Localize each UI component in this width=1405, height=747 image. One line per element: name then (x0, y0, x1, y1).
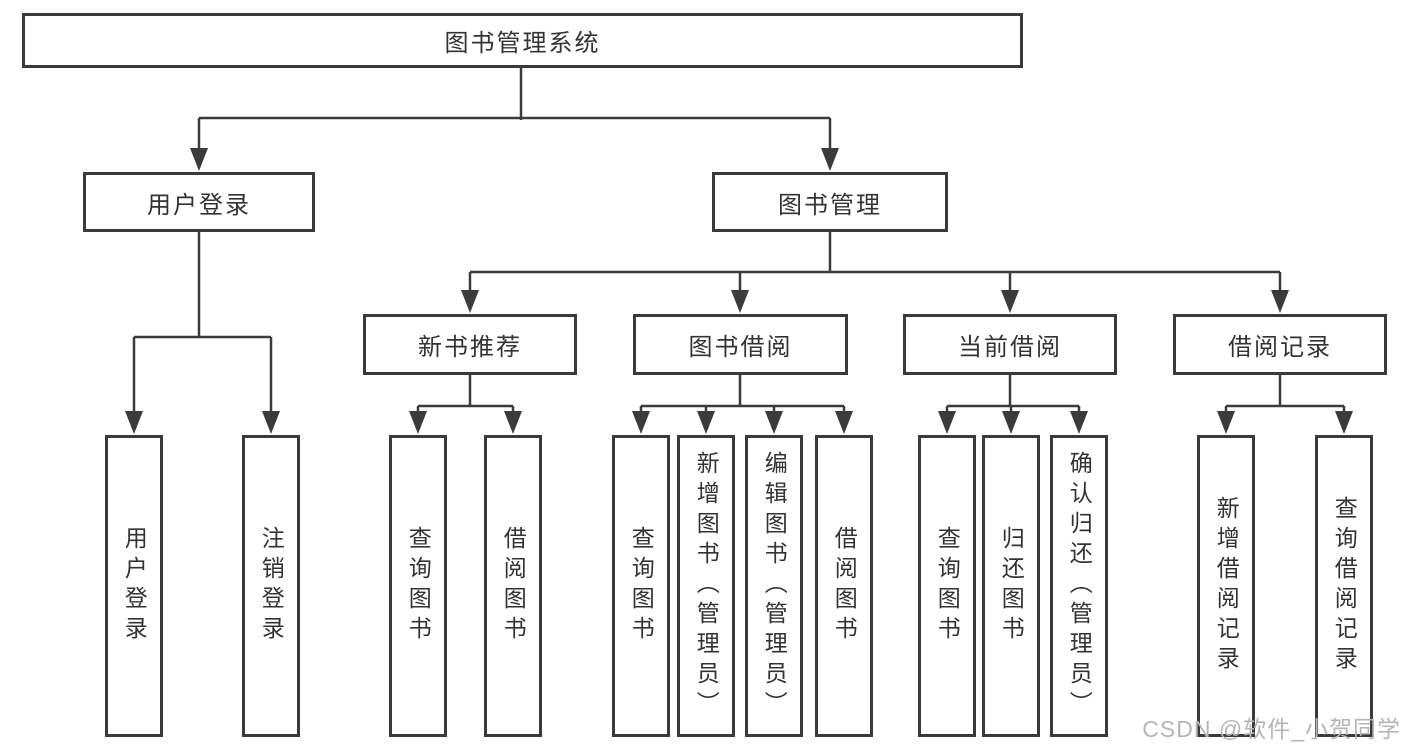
node-return-books-label: 归还图书 (998, 526, 1025, 646)
watermark: CSDN @软件_小贺同学 (1142, 716, 1401, 742)
node-query-borrow-record: 查询借阅记录 (1315, 435, 1373, 737)
node-add-borrow-record-label: 新增借阅记录 (1213, 496, 1240, 676)
node-borrow-books-recommend-label: 借阅图书 (500, 526, 527, 646)
node-query-borrow-record-label: 查询借阅记录 (1331, 496, 1358, 676)
node-return-books: 归还图书 (982, 435, 1040, 737)
node-query-books-recommend: 查询图书 (389, 435, 447, 737)
node-query-books-current-label: 查询图书 (934, 526, 961, 646)
node-add-books-admin-label: 新增图书（管理员） (693, 451, 720, 721)
node-book-borrowing: 图书借阅 (633, 314, 848, 375)
node-add-books-admin: 新增图书（管理员） (677, 435, 735, 737)
node-edit-books-admin-label: 编辑图书（管理员） (761, 451, 788, 721)
node-add-borrow-record: 新增借阅记录 (1197, 435, 1255, 737)
node-user-login-label: 用户登录 (121, 526, 148, 646)
arrowheads (125, 148, 1353, 434)
node-edit-books-admin: 编辑图书（管理员） (745, 435, 803, 737)
node-query-books-borrowing: 查询图书 (612, 435, 670, 737)
node-borrow-books-label: 借阅图书 (831, 526, 858, 646)
node-confirm-return-admin-label: 确认归还（管理员） (1066, 451, 1093, 721)
node-borrow-books-recommend: 借阅图书 (484, 435, 542, 737)
node-borrowing-records: 借阅记录 (1173, 314, 1387, 375)
node-book-management-branch: 图书管理 (712, 172, 948, 232)
node-confirm-return-admin: 确认归还（管理员） (1050, 435, 1108, 737)
node-borrow-books: 借阅图书 (815, 435, 873, 737)
node-user-login-branch: 用户登录 (83, 172, 315, 232)
node-query-books-current: 查询图书 (918, 435, 976, 737)
node-current-borrowing: 当前借阅 (903, 314, 1117, 375)
node-query-books-borrowing-label: 查询图书 (628, 526, 655, 646)
node-logout: 注销登录 (242, 435, 300, 737)
node-user-login: 用户登录 (105, 435, 163, 737)
node-new-book-recommendation: 新书推荐 (363, 314, 577, 375)
node-book-management-system: 图书管理系统 (22, 13, 1023, 68)
node-logout-label: 注销登录 (258, 526, 285, 646)
node-query-books-recommend-label: 查询图书 (405, 526, 432, 646)
